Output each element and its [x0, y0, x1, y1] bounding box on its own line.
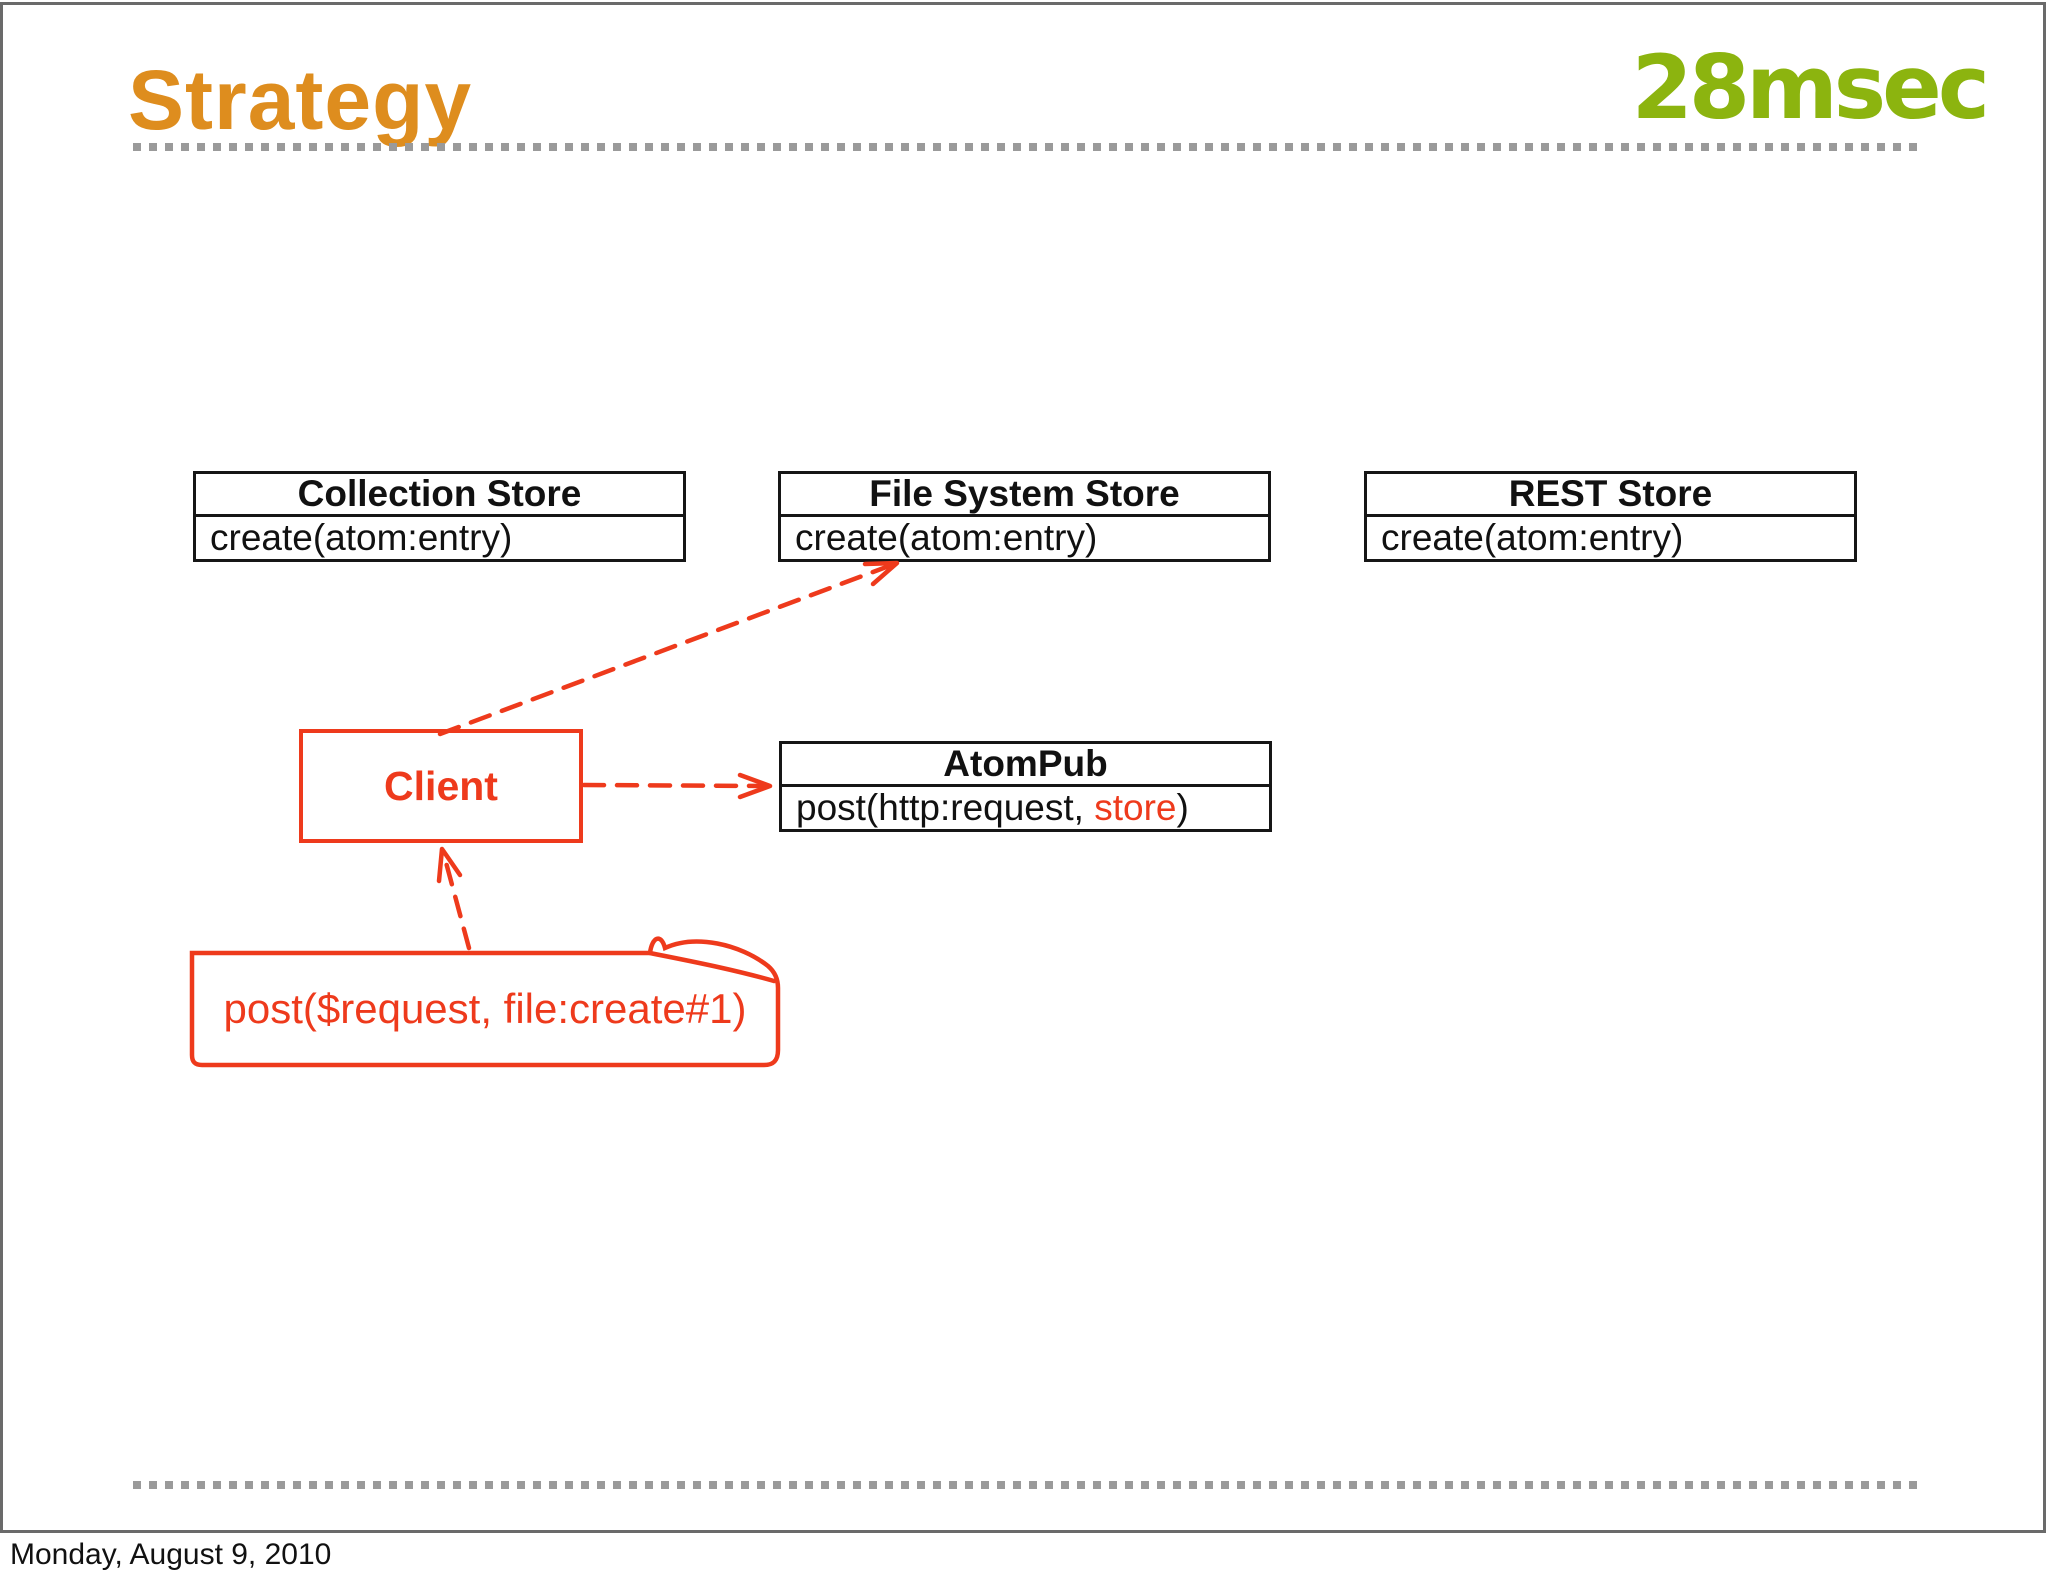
rest-store-method: create(atom:entry)	[1381, 517, 1684, 558]
rest-store-box: REST Store create(atom:entry)	[1364, 471, 1857, 562]
atompub-box: AtomPub post(http:request, store)	[779, 741, 1272, 832]
collection-store-box: Collection Store create(atom:entry)	[193, 471, 686, 562]
atompub-method-suffix: )	[1176, 787, 1189, 828]
file-system-store-method: create(atom:entry)	[795, 517, 1098, 558]
collection-store-title: Collection Store	[196, 474, 683, 517]
page-title: Strategy	[128, 53, 473, 147]
atompub-method-store-arg: store	[1094, 787, 1177, 828]
atompub-title: AtomPub	[782, 744, 1269, 787]
footer-date: Monday, August 9, 2010	[10, 1538, 332, 1571]
collection-store-method: create(atom:entry)	[210, 517, 513, 558]
file-system-store-title: File System Store	[781, 474, 1268, 517]
top-dotted-divider	[133, 143, 1917, 151]
logo-28msec: 28msec	[1631, 36, 1990, 139]
client-label: Client	[384, 762, 498, 809]
client-box: Client	[299, 729, 583, 843]
rest-store-title: REST Store	[1367, 474, 1854, 517]
note-text: post($request, file:create#1)	[223, 985, 747, 1032]
atompub-method-prefix: post(http:request,	[796, 787, 1095, 828]
bottom-dotted-divider	[133, 1481, 1917, 1489]
atompub-method: post(http:request, store)	[782, 787, 1269, 829]
file-system-store-box: File System Store create(atom:entry)	[778, 471, 1271, 562]
